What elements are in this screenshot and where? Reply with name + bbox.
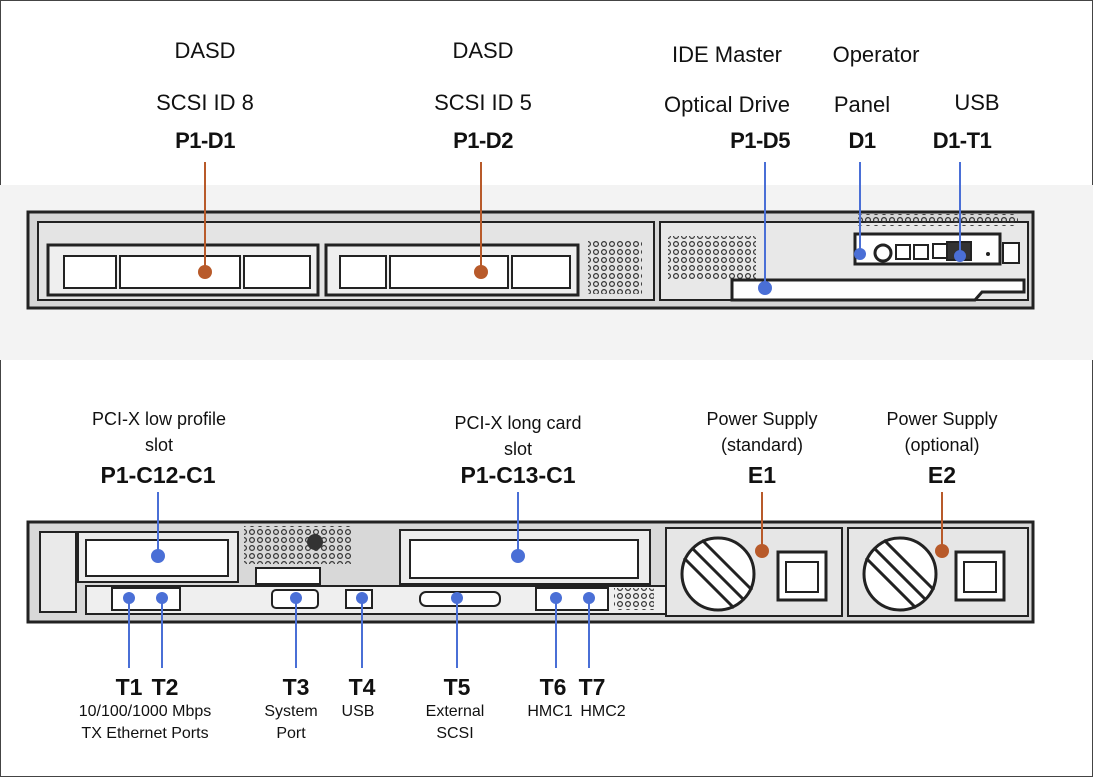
t4-id: T4 [348, 674, 376, 700]
ethernet-port-block [111, 587, 181, 611]
t2-id: T2 [151, 674, 179, 700]
panel-label: Panel [833, 92, 891, 117]
front-callouts [198, 162, 966, 295]
optional-label: (optional) [904, 435, 980, 455]
port-label: Port [276, 725, 306, 742]
p1-d5-id: P1-D5 [730, 128, 790, 153]
scsi-label: SCSI [436, 725, 474, 742]
system-label: System [264, 703, 318, 720]
d1-t1-id: D1-T1 [932, 128, 992, 153]
power-supply-e1 [665, 527, 843, 617]
rear-chassis [26, 520, 1035, 624]
operator-panel-bezel [853, 214, 1020, 266]
ethernet-speed-label: 10/100/1000 Mbps [78, 703, 212, 720]
ide-master-label: IDE Master [671, 42, 783, 67]
optical-drive-label: Optical Drive [664, 92, 790, 117]
usb-front-label: USB [954, 90, 1000, 115]
rear-bottom-callouts [123, 592, 595, 668]
pci-low-slot-label: slot [144, 435, 174, 455]
operator-label: Operator [832, 42, 920, 67]
t7-id: T7 [578, 674, 606, 700]
hmc2-label: HMC2 [580, 703, 626, 720]
scsi-id-5-label: SCSI ID 5 [434, 90, 532, 115]
t1-id: T1 [115, 674, 143, 700]
drive-bay-p1-d2 [324, 243, 580, 297]
hmc-port-block [535, 587, 609, 611]
ethernet-ports-label: TX Ethernet Ports [81, 725, 209, 742]
scsi-id-8-label: SCSI ID 8 [156, 90, 254, 115]
power-supply-standard-label: Power Supply [706, 409, 818, 429]
external-label: External [425, 703, 485, 720]
t3-id: T3 [282, 674, 310, 700]
front-vent-grille [588, 240, 642, 294]
power-supply-e2 [847, 527, 1029, 617]
p1-c12-c1-id: P1-C12-C1 [100, 462, 216, 488]
t6-id: T6 [539, 674, 567, 700]
pci-long-slot-label: slot [503, 439, 533, 459]
p1-c13-c1-id: P1-C13-C1 [460, 462, 576, 488]
rear-top-callouts [151, 492, 949, 563]
drive-bay-p1-d1 [46, 243, 320, 297]
optical-vent-grille [668, 236, 756, 280]
t5-id: T5 [443, 674, 471, 700]
power-supply-optional-label: Power Supply [886, 409, 998, 429]
e1-id: E1 [747, 462, 777, 488]
pci-low-profile-label: PCI-X low profile [91, 409, 227, 429]
standard-label: (standard) [720, 435, 804, 455]
usb-rear-label: USB [341, 703, 375, 720]
optical-drive-tray [730, 278, 1026, 302]
front-chassis [0, 185, 1093, 360]
d1-id: D1 [848, 128, 876, 153]
p1-d2-id: P1-D2 [453, 128, 513, 153]
p1-d1-id: P1-D1 [175, 128, 235, 153]
dasd-label-1: DASD [174, 38, 236, 63]
hmc1-label: HMC1 [527, 703, 573, 720]
pci-long-card-label: PCI-X long card [454, 413, 582, 433]
dasd-label-2: DASD [452, 38, 514, 63]
e2-id: E2 [927, 462, 957, 488]
